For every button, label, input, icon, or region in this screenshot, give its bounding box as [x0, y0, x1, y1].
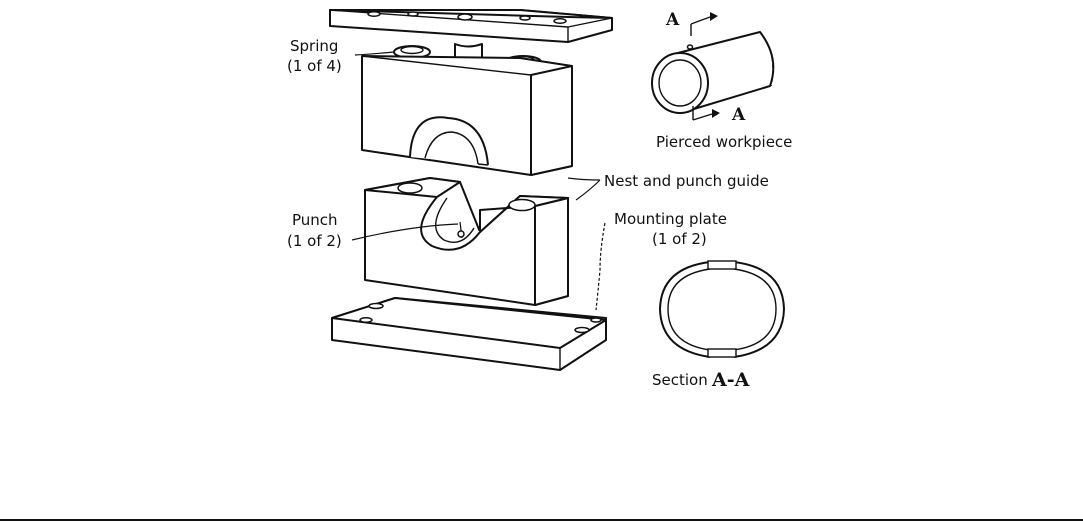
top-plate — [330, 10, 612, 42]
bottom-rule — [0, 519, 1083, 521]
section-label: Section — [652, 371, 708, 389]
lower-nest-block — [365, 178, 568, 305]
upper-nest-block — [362, 56, 572, 175]
spring-label: Spring — [290, 37, 338, 55]
section-marker-top: A — [665, 10, 680, 30]
section-letters: A-A — [711, 369, 750, 391]
mounting-plate — [332, 298, 606, 370]
spring-count-label: (1 of 4) — [287, 57, 342, 75]
punch-label: Punch — [292, 211, 338, 229]
pierced-workpiece-label: Pierced workpiece — [656, 133, 792, 151]
mounting-plate-label: Mounting plate — [614, 210, 727, 228]
section-marker-bottom: A — [731, 105, 746, 125]
mounting-plate-count-label: (1 of 2) — [652, 230, 707, 248]
section-aa-drawing — [660, 261, 784, 357]
nest-guide-label: Nest and punch guide — [604, 172, 769, 190]
punch-count-label: (1 of 2) — [287, 232, 342, 250]
